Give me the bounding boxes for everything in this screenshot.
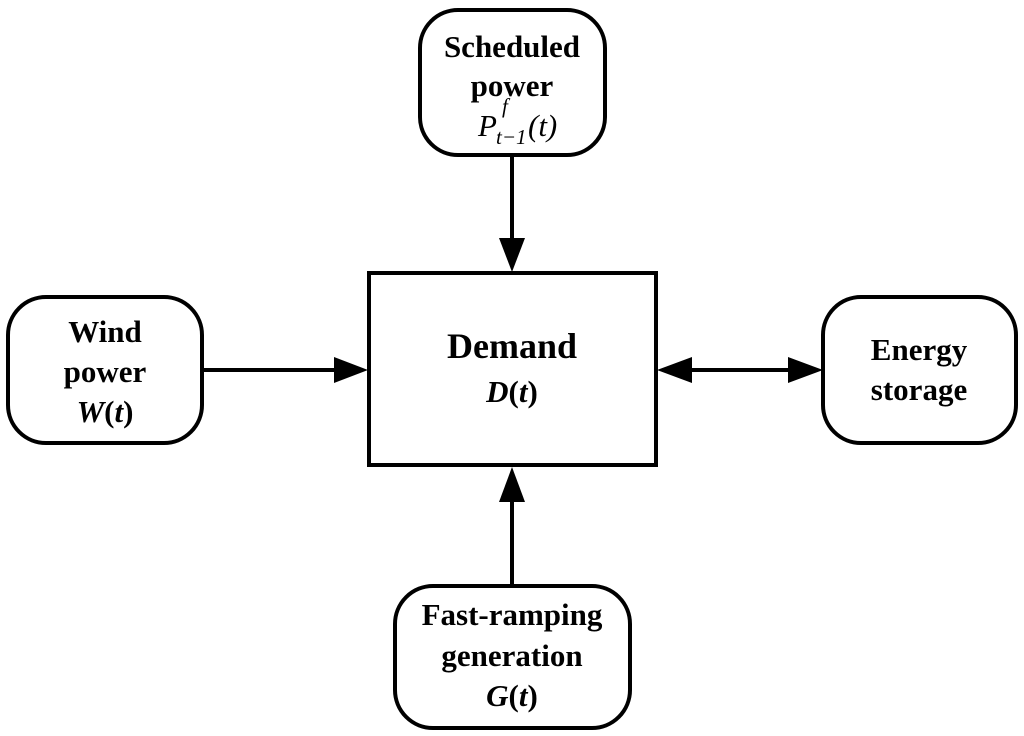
demand-symbol-expression: D(t) xyxy=(485,374,538,409)
demand-var: t xyxy=(519,374,529,409)
node-fast-ramping-generation: Fast-ramping generation G(t) xyxy=(393,584,632,730)
wind-power-symbol: W xyxy=(77,394,107,429)
energy-storage-box xyxy=(821,295,1018,445)
fast-ramping-var: t xyxy=(519,678,529,713)
node-wind-power: Wind power W(t) xyxy=(6,295,204,445)
node-energy-storage: Energy storage xyxy=(821,295,1018,445)
demand-paren-close: ) xyxy=(528,374,538,409)
fast-ramping-line1: Fast-ramping xyxy=(422,597,603,632)
energy-storage-line2: storage xyxy=(871,372,967,407)
arrowhead-storage-to-demand xyxy=(657,357,692,383)
arrowhead-fast-to-demand xyxy=(499,467,525,502)
scheduled-power-subscript: t−1 xyxy=(496,125,527,149)
wind-power-line2: power xyxy=(64,354,147,389)
fast-ramping-box xyxy=(393,584,632,730)
fast-ramping-symbol-expression: G(t) xyxy=(486,678,538,713)
fast-ramping-symbol: G xyxy=(486,678,509,713)
arrowhead-wind-to-demand xyxy=(334,357,368,383)
wind-power-line1: Wind xyxy=(68,314,142,349)
scheduled-power-box xyxy=(418,8,607,157)
demand-symbol: D xyxy=(485,374,508,409)
scheduled-power-symbol: P xyxy=(477,108,497,143)
scheduled-power-line1: Scheduled xyxy=(444,29,580,64)
scheduled-power-argument: (t) xyxy=(528,108,557,143)
wind-power-var: t xyxy=(114,394,124,429)
fast-ramping-line2: generation xyxy=(441,638,582,673)
fast-ramping-paren-close: ) xyxy=(528,678,538,713)
arrowhead-scheduled-to-demand xyxy=(499,238,525,272)
fast-ramping-paren-open: ( xyxy=(509,678,519,713)
wind-power-box xyxy=(6,295,204,445)
demand-label: Demand xyxy=(447,326,577,366)
energy-storage-line1: Energy xyxy=(871,332,968,367)
wind-power-paren-close: ) xyxy=(123,394,133,429)
scheduled-power-line2: power xyxy=(471,68,554,103)
arrowhead-demand-to-storage xyxy=(788,357,823,383)
wind-power-paren-open: ( xyxy=(104,394,114,429)
demand-paren-open: ( xyxy=(509,374,519,409)
edges xyxy=(202,155,823,586)
node-scheduled-power: Scheduled power P f t−1 (t) xyxy=(418,8,607,157)
scheduled-power-superscript: f xyxy=(502,94,511,118)
demand-box xyxy=(367,271,658,467)
node-demand: Demand D(t) xyxy=(367,271,658,467)
wind-power-symbol-expression: W(t) xyxy=(77,394,134,429)
